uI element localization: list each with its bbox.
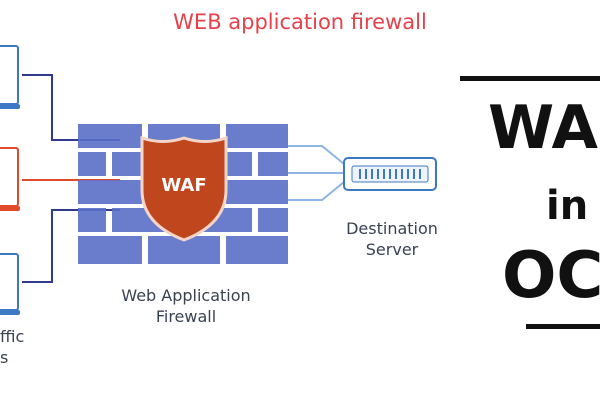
side-title-line1: WA [488,93,598,163]
shield-label: WAF [161,175,206,196]
laptop-icon [0,253,20,315]
side-title-line3: OC [502,239,600,313]
destination-label: Destination Server [332,218,452,260]
firewall-label: Web Application Firewall [116,285,256,327]
traffic-label: ffic s [0,326,60,368]
destination-label-line1: Destination [346,219,438,238]
top-rule [460,76,600,81]
laptop-icon [0,45,20,109]
page-title: WEB application firewall [173,10,427,34]
side-title-line2: in [546,183,589,229]
server-icon [343,157,437,191]
shield-icon: WAF [140,135,228,242]
firewall-label-line2: Firewall [155,307,217,326]
server-connection [288,145,345,201]
laptop-icon [0,147,20,211]
traffic-label-line2: s [0,348,9,367]
destination-label-line2: Server [365,240,419,259]
firewall-label-line1: Web Application [121,286,251,305]
traffic-label-line1: ffic [0,327,25,346]
bottom-rule [526,324,600,329]
